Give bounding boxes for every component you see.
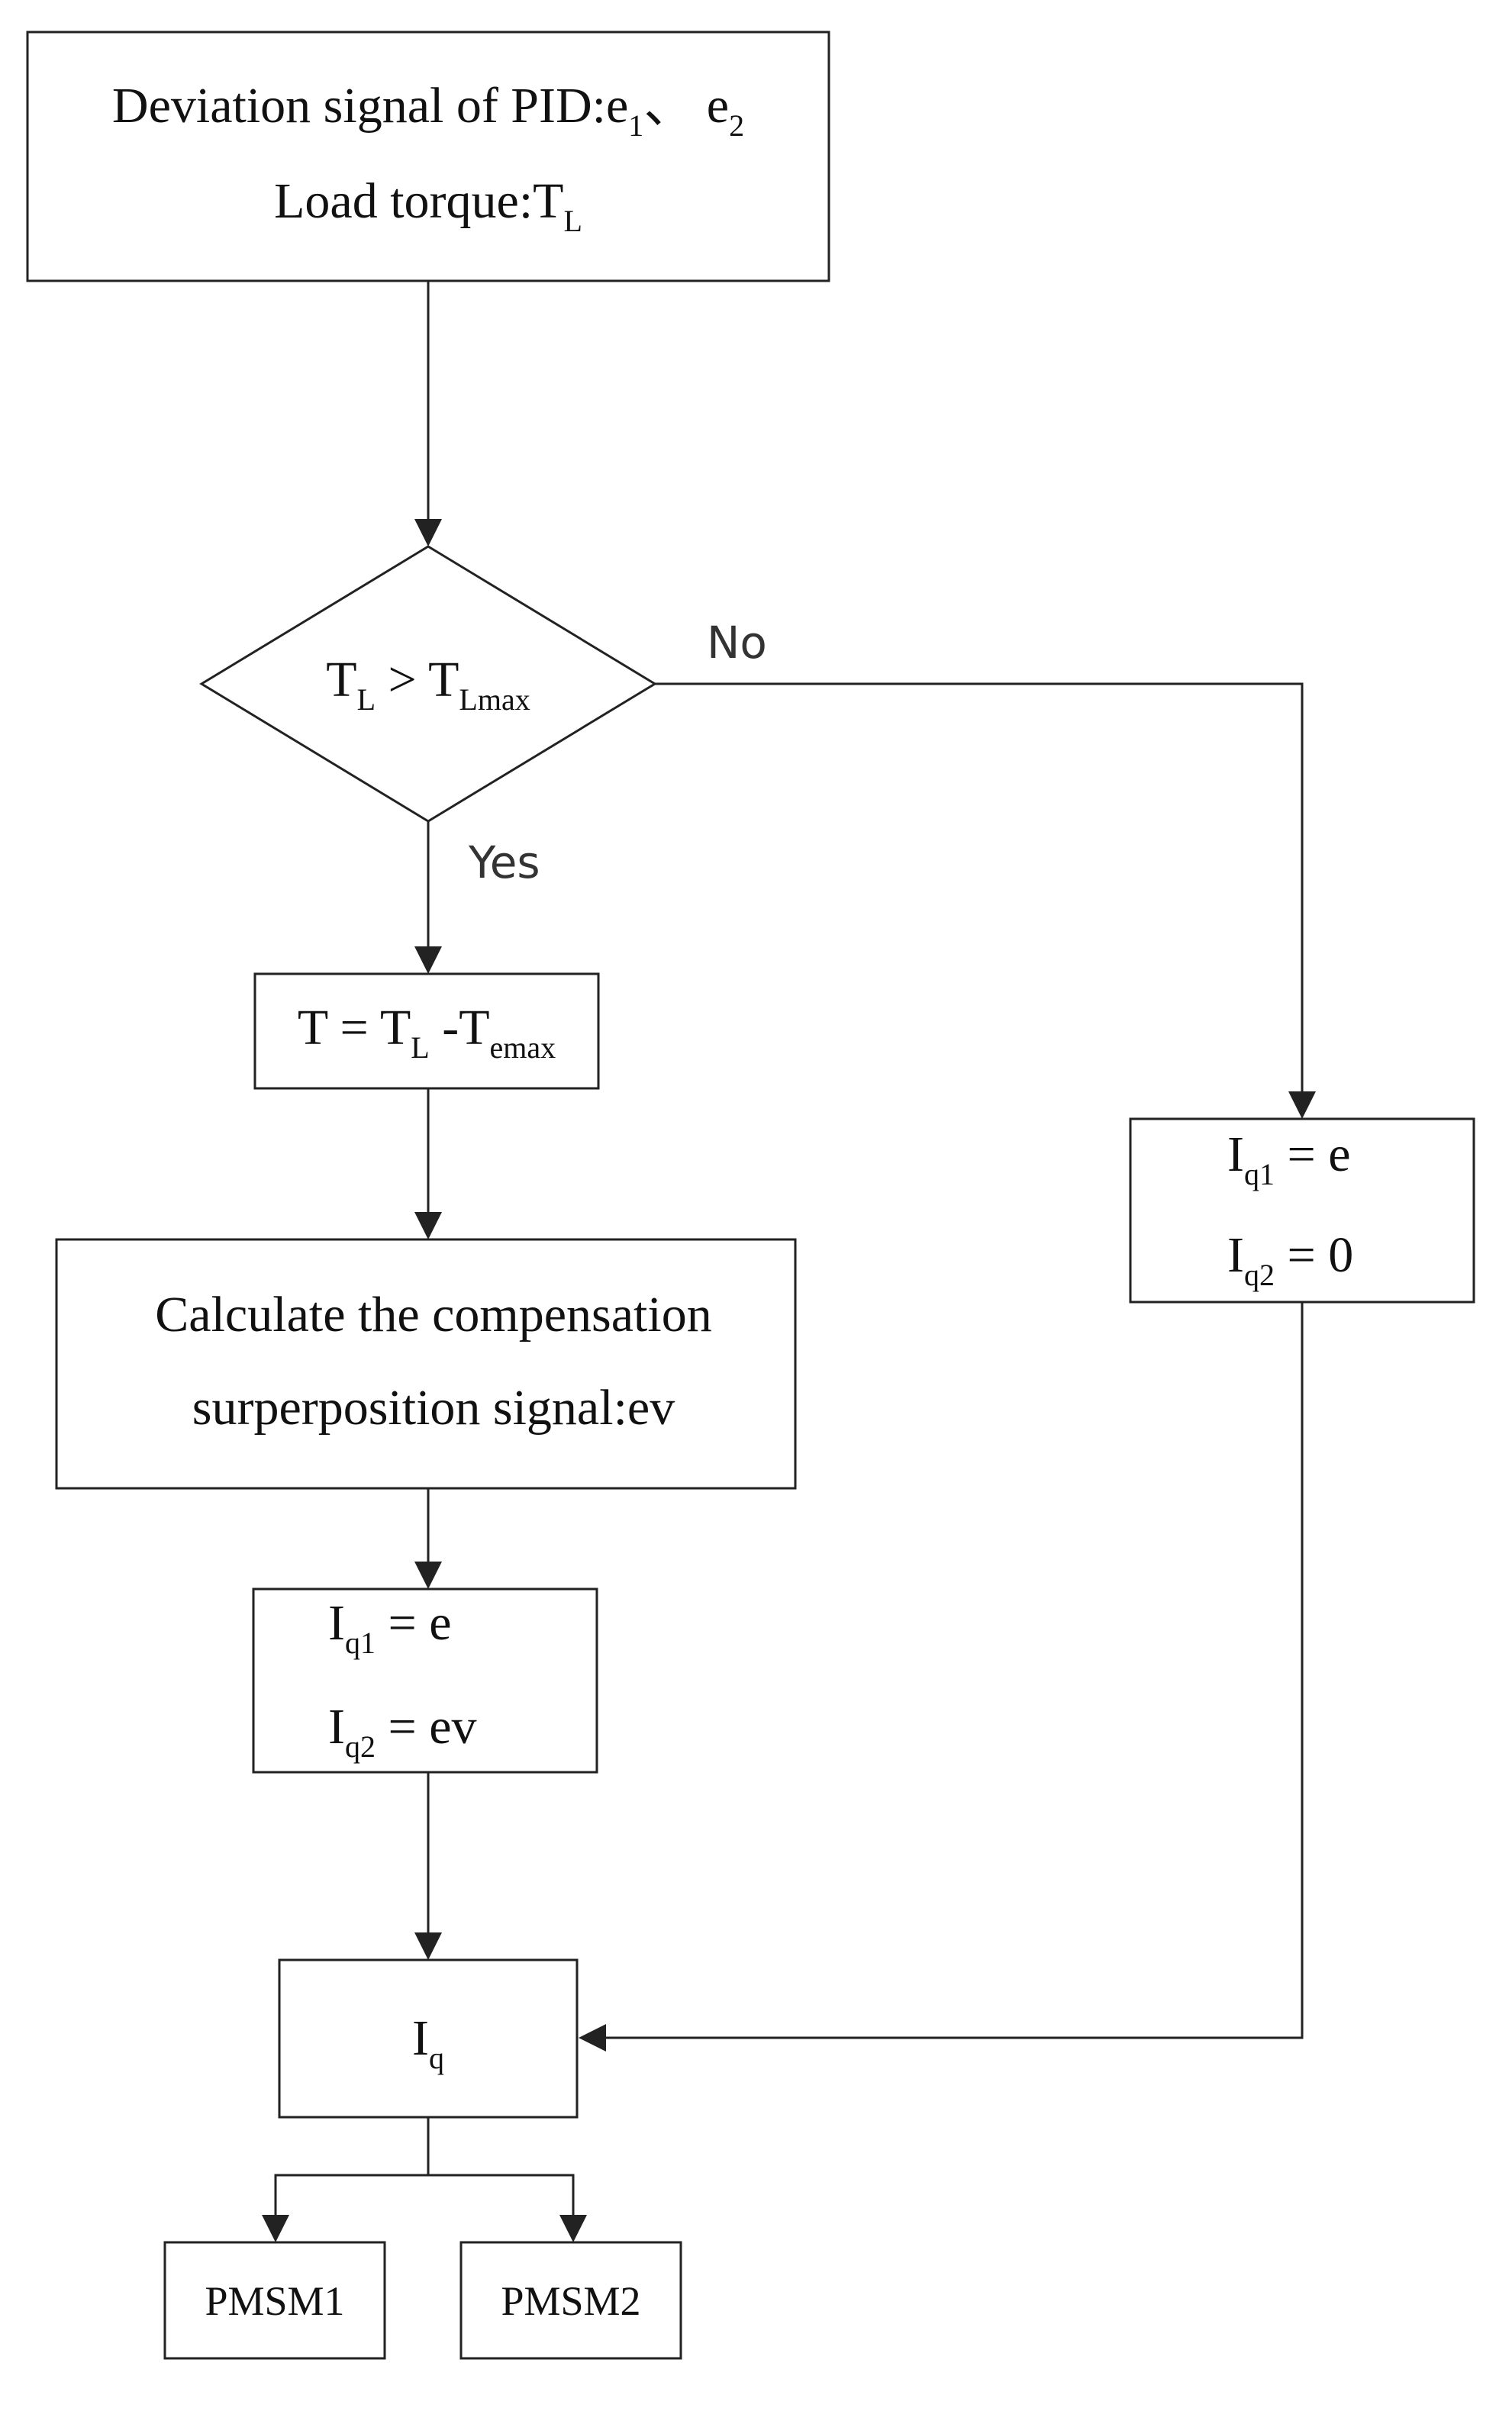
compensation-line-2: surperposition signal:ev (192, 1380, 675, 1436)
start-line-1: Deviation signal of PID:e1、 e2 (112, 78, 744, 143)
arrow-start-to-decision (414, 281, 442, 546)
yes-branch: Yes (414, 821, 540, 974)
decision-condition: TL > TLmax (326, 652, 530, 717)
assign-yes-iq1: Iq1 = e (328, 1595, 452, 1660)
start-line-2: Load torque:TL (274, 173, 582, 238)
pmsm1-box: PMSM1 (163, 2241, 386, 2360)
start-box: Deviation signal of PID:e1、 e2 Load torq… (26, 31, 830, 282)
compensation-line-1: Calculate the compensation (155, 1287, 711, 1342)
decision-diamond: TL > TLmax (199, 545, 657, 823)
arrow-compensation-to-assign (414, 1488, 442, 1589)
arrow-assign-to-iq (414, 1772, 442, 1960)
assign-no-iq2: Iq2 = 0 (1227, 1227, 1353, 1292)
iq-box: Iq (278, 1958, 579, 2119)
arrow-no-to-iq (579, 1302, 1304, 2052)
torque-difference-box: T = TL -Temax (253, 972, 600, 1090)
torque-difference-formula: T = TL -Temax (298, 1000, 556, 1065)
no-branch: No (655, 617, 1316, 1119)
pmsm2-label: PMSM2 (501, 2278, 640, 2324)
compensation-box: Calculate the compensation surperpositio… (55, 1238, 797, 1490)
assign-no-box: Iq1 = e Iq2 = 0 (1129, 1117, 1475, 1304)
arrow-torque-to-compensation (414, 1088, 442, 1239)
iq-label: Iq (412, 2010, 444, 2075)
assign-no-iq1: Iq1 = e (1227, 1127, 1351, 1191)
assign-yes-box: Iq1 = e Iq2 = ev (252, 1587, 598, 1774)
pmsm1-label: PMSM1 (205, 2278, 344, 2324)
no-label: No (707, 617, 767, 669)
arrow-iq-to-motors (262, 2117, 587, 2242)
assign-yes-iq2: Iq2 = ev (328, 1699, 477, 1764)
pmsm2-box: PMSM2 (459, 2241, 682, 2360)
yes-label: Yes (468, 836, 540, 888)
